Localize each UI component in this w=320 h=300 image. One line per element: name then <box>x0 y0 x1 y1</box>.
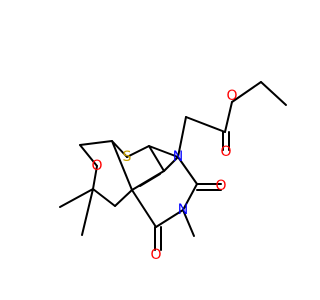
atom-upper-carbonyl-oxygen: O <box>215 178 226 194</box>
atom-sulfur: S <box>123 149 132 165</box>
molecule-canvas: O S N N O O O O <box>0 0 300 300</box>
bond-left-ring-top-right <box>79 140 113 146</box>
bond-n-to-ch2 <box>177 116 187 158</box>
bond-methyl-left <box>59 188 94 208</box>
bond-thiophene-double-inner <box>139 173 161 187</box>
bond-n-bottom-to-lower-carbonyl <box>155 209 184 228</box>
atom-ester-oxygen-double: O <box>220 144 231 160</box>
bond-ester-c-to-o <box>224 101 233 133</box>
bond-thiophene-right <box>148 145 165 172</box>
bond-pyrimidine-top-inner <box>163 156 179 172</box>
bond-n-top-to-carbonyl-c <box>177 156 198 185</box>
bond-n-methyl <box>182 209 195 237</box>
bond-s-to-fused <box>126 145 150 158</box>
bond-ch2-to-ester-c <box>185 116 226 133</box>
atom-nitrogen-bottom: N <box>178 202 188 218</box>
background <box>0 0 300 300</box>
bond-methyl-down <box>81 188 94 236</box>
bond-ethyl <box>260 81 287 106</box>
bond-left-ring-top-to-o <box>79 144 98 167</box>
bond-lower-carbonyl-to-fused <box>131 189 157 228</box>
bond-lower-ch2-to-fused <box>114 189 133 207</box>
atom-ring-oxygen: O <box>91 158 102 174</box>
atom-lower-carbonyl-oxygen: O <box>150 247 161 263</box>
molecule-structure: O S N N O O O O <box>0 0 300 300</box>
bond-quaternary-to-lower-ch2 <box>92 188 116 207</box>
bond-carbonyl-c-to-n-bottom <box>182 183 198 211</box>
bond-o-to-ethyl-ch2 <box>231 81 262 103</box>
bond-o-to-quaternary <box>92 165 98 190</box>
bond-fused-to-n-top <box>148 145 179 158</box>
atom-ester-oxygen-single: O <box>226 88 237 104</box>
bond-left-fusion <box>111 140 133 191</box>
atom-nitrogen-top: N <box>173 149 183 165</box>
bond-thiophene-c-to-s <box>111 140 128 158</box>
